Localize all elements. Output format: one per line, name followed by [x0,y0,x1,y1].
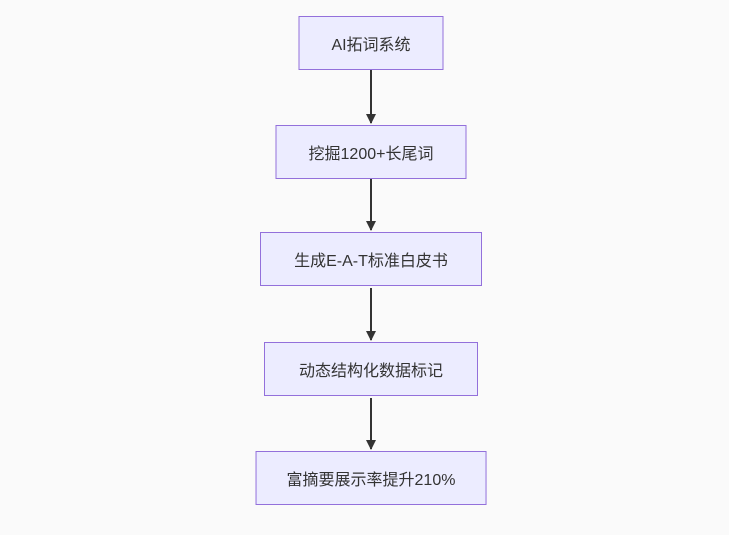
flow-node-ai-keyword-system: AI拓词系统 [298,16,444,70]
flow-node-rich-snippet-uplift: 富摘要展示率提升210% [255,451,487,505]
flow-node-eat-whitepaper: 生成E-A-T标准白皮书 [260,232,482,286]
flow-node-label: AI拓词系统 [331,37,411,54]
flow-node-label: 动态结构化数据标记 [298,363,443,380]
flow-node-structured-data-markup: 动态结构化数据标记 [264,342,478,396]
flow-node-label: 生成E-A-T标准白皮书 [294,253,448,270]
flow-node-longtail-mining: 挖掘1200+长尾词 [275,125,467,179]
flow-node-label: 挖掘1200+长尾词 [308,146,434,163]
flow-node-label: 富摘要展示率提升210% [286,472,456,489]
